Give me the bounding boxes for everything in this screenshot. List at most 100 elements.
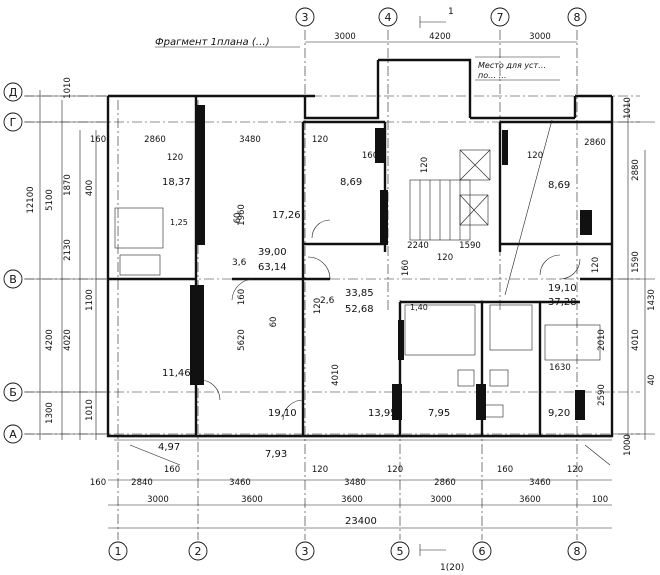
right-dim: 1000 [623,434,633,456]
axis-bottom-2: 2 [195,545,202,558]
right-dim: 2880 [631,159,641,181]
inner-dim: 60 [233,213,243,224]
left-dim: 400 [85,180,95,196]
inner-dim: 2860 [584,138,606,148]
plan-title: Фрагмент 1плана (…) [155,37,270,48]
inner-dim: 2590 [597,384,607,406]
inner-dim: 5620 [237,329,247,351]
room-area: 8,69 [340,177,362,188]
bottom-dim-1: 2840 [131,478,153,488]
inner-dim: 160 [90,135,106,145]
room-area: 18,37 [162,177,191,188]
right-dim: 40 [647,375,657,386]
inner-dim: 160 [237,289,247,305]
bottom-dim-2: 3600 [519,495,541,505]
inner-dim: 120 [591,257,601,273]
room-area: 39,00 [258,247,287,258]
room-area: 11,46 [162,368,191,379]
inner-dim: 60 [269,317,279,328]
top-dim: 4200 [429,32,451,42]
room-area: 7,93 [265,449,287,460]
inner-dim: 2860 [144,135,166,145]
inner-dim: 160 [362,151,378,161]
bottom-dim-2: 100 [592,495,608,505]
axis-left-A: А [9,428,17,441]
room-area: 63,14 [258,262,287,273]
room-area: 3,6 [232,258,247,268]
axis-bottom-6: 6 [479,545,486,558]
room-area: 33,85 [345,288,374,299]
note-line-2: по… … [478,71,507,80]
left-dim: 1100 [85,289,95,311]
section-marker-bottom: 1(20) [440,563,464,573]
bottom-dim-2: 3000 [147,495,169,505]
total-dimension: 23400 [345,516,377,527]
axis-bottom-5: 5 [397,545,404,558]
right-dim: 1590 [631,251,641,273]
room-area: 19,10 [548,283,577,294]
inner-dim: 120 [527,151,543,161]
inner-dim: 2010 [597,329,607,351]
room-area: 17,26 [272,210,301,221]
left-dim: 1010 [85,399,95,421]
inner-dim: 3480 [239,135,261,145]
section-marker-top: 1 [448,7,454,17]
bottom-dim-1: 2860 [434,478,456,488]
room-area: 37,28 [548,297,577,308]
inner-dim: 4010 [331,364,341,386]
room-area: 52,68 [345,304,374,315]
room-area: 13,95 [368,408,397,419]
top-dim: 3000 [529,32,551,42]
room-area: 9,20 [548,408,570,419]
axis-left-B: Б [9,386,17,399]
inner-dim: 1590 [459,241,481,251]
room-area: 19,10 [268,408,297,419]
axis-top-4: 4 [385,11,392,24]
bottom-dim-2: 3600 [341,495,363,505]
room-area: 4,97 [158,442,180,453]
inner-dim: 120 [420,157,430,173]
room-area: 7,95 [428,408,450,419]
left-dim: 1010 [63,77,73,99]
axis-bottom-1: 1 [115,545,122,558]
right-dim: 1010 [623,97,633,119]
bottom-dim-2: 3000 [430,495,452,505]
axis-bottom-3: 3 [302,545,309,558]
bottom-dim-1: 3480 [344,478,366,488]
axis-top-3: 3 [302,11,309,24]
axis-left-D: Д [9,86,18,99]
bottom-dim-1: 160 [164,465,180,475]
room-area: 8,69 [548,180,570,191]
inner-dim: 120 [313,298,323,314]
bottom-dim-1: 160 [497,465,513,475]
note-line-1: Место для уст… [478,61,546,70]
bottom-dim-1: 3460 [529,478,551,488]
inner-dim: 1630 [549,363,571,373]
inner-dim: 120 [167,153,183,163]
left-dim: 4200 [45,329,55,351]
left-dim: 1870 [63,174,73,196]
left-dim: 4020 [63,329,73,351]
room-area: 2,6 [320,296,335,306]
left-dim: 1300 [45,402,55,424]
bottom-dim-1: 160 [90,478,106,488]
room-area: 1,25 [170,218,188,227]
inner-dim: 1960 [237,204,247,226]
right-dim: 1430 [647,289,657,311]
bottom-dim-2: 3600 [241,495,263,505]
axis-left-V: В [9,273,17,286]
axis-bottom-8: 8 [574,545,581,558]
top-dim: 3000 [334,32,356,42]
left-dim: 2130 [63,239,73,261]
bottom-dim-1: 120 [387,465,403,475]
inner-dim: 120 [437,253,453,263]
bottom-dim-1: 120 [312,465,328,475]
bottom-dim-1: 120 [567,465,583,475]
left-dim: 12100 [26,186,36,213]
left-dim: 5100 [45,189,55,211]
axis-top-7: 7 [497,11,504,24]
inner-dim: 120 [312,135,328,145]
bottom-dim-1: 3460 [229,478,251,488]
axis-top-8: 8 [574,11,581,24]
